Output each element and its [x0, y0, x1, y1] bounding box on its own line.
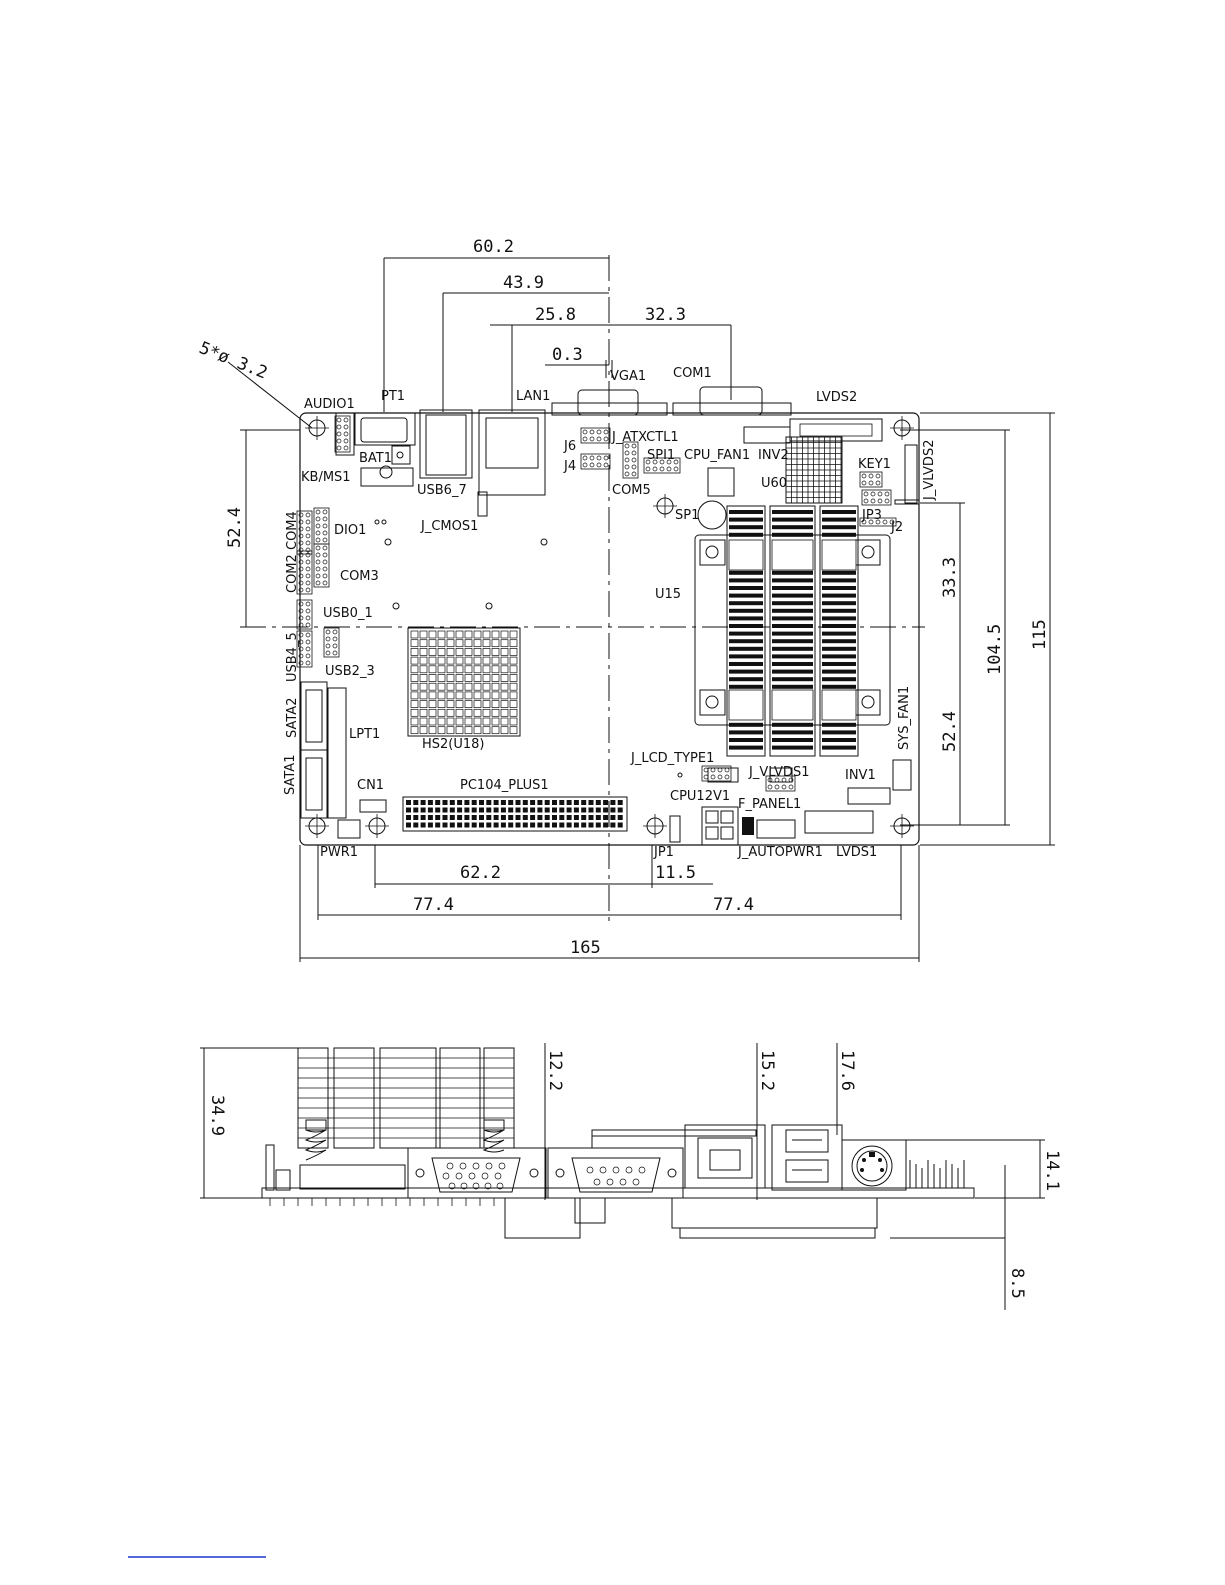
label-usb23: USB2_3	[325, 664, 375, 679]
label-inv1: INV1	[845, 768, 876, 783]
label-jp1: JP1	[653, 845, 674, 860]
side-com-connector	[547, 1147, 684, 1199]
side-view: 34.9 12.2 15.2 17.6 14.1 8.5	[200, 1043, 1062, 1310]
label-audio1: AUDIO1	[304, 397, 355, 412]
side-heatsink	[297, 1047, 515, 1149]
dim-17-6: 17.6	[837, 1050, 857, 1091]
pin-headers	[296, 415, 897, 792]
label-jautopwr1: J_AUTOPWR1	[737, 845, 823, 860]
label-jcmos1: J_CMOS1	[420, 519, 478, 534]
right-dimensions	[900, 412, 1055, 846]
label-usb45: USB4_5	[285, 632, 300, 682]
side-pins-right	[269, 1160, 965, 1206]
label-jatxctl1: J_ATXCTL1	[611, 430, 679, 445]
dim-60-2: 60.2	[473, 237, 514, 257]
label-pc104: PC104_PLUS1	[460, 778, 549, 793]
label-j6: J6	[563, 439, 576, 454]
label-jvlvds1: J_VLVDS1	[748, 765, 809, 780]
label-com4: COM4	[285, 511, 300, 550]
hole-callout: 5*ø 3.2	[196, 338, 270, 383]
bottom-components	[337, 445, 912, 846]
bottom-dimensions	[299, 845, 920, 962]
u60-chip	[785, 436, 843, 504]
label-inv2: INV2	[758, 448, 789, 463]
dim-115: 115	[1030, 619, 1050, 650]
dim-104-5: 104.5	[985, 624, 1005, 675]
label-com2: COM2	[285, 554, 300, 593]
top-view: 60.2 43.9 25.8 32.3 0.3 5*ø 3.2 52.4 33.…	[196, 237, 1055, 962]
pc104-header	[402, 796, 628, 832]
label-sata2: SATA2	[285, 698, 300, 738]
label-u60: U60	[761, 476, 787, 491]
label-kbms1: KB/MS1	[301, 470, 351, 485]
dim-15-2: 15.2	[757, 1050, 777, 1091]
dim-165: 165	[570, 938, 601, 958]
label-usb01: USB0_1	[323, 606, 373, 621]
dim-32-3: 32.3	[645, 305, 686, 325]
label-dio1: DIO1	[334, 523, 366, 538]
label-jp3: JP3	[861, 508, 882, 523]
label-key1: KEY1	[858, 457, 891, 472]
dim-0-3: 0.3	[552, 345, 583, 365]
side-underside	[504, 1129, 878, 1239]
dim-11-5: 11.5	[655, 863, 696, 883]
hole-leader	[227, 361, 313, 429]
label-vga1: VGA1	[610, 369, 646, 384]
label-hs2: HS2(U18)	[422, 737, 485, 752]
dim-33-3: 33.3	[940, 557, 960, 598]
dim-12-2: 12.2	[545, 1050, 565, 1091]
side-left-parts	[265, 1119, 505, 1191]
label-pt1: PT1	[381, 389, 405, 404]
dim-77-4-right: 77.4	[713, 895, 754, 915]
dim-62-2: 62.2	[460, 863, 501, 883]
label-com5: COM5	[612, 483, 651, 498]
component-labels: AUDIO1 PT1 LAN1 VGA1 COM1 LVDS2 BAT1 KB/…	[283, 366, 937, 860]
label-bat1: BAT1	[359, 451, 392, 466]
mounting-holes	[305, 416, 914, 838]
top-dimensions	[383, 257, 732, 412]
side-usb-connector	[771, 1124, 843, 1191]
sata-lpt	[300, 681, 347, 819]
label-lan1: LAN1	[516, 389, 550, 404]
label-spi1: SPI1	[647, 448, 675, 463]
dim-25-8: 25.8	[535, 305, 576, 325]
side-lan-connector	[684, 1124, 766, 1189]
label-j2: J2	[890, 520, 903, 535]
dim-8-5: 8.5	[1007, 1268, 1027, 1299]
label-lpt1: LPT1	[349, 727, 380, 742]
label-com1: COM1	[673, 366, 712, 381]
dim-43-9: 43.9	[503, 273, 544, 293]
label-com3: COM3	[340, 569, 379, 584]
label-j4: J4	[563, 459, 576, 474]
side-ps2-connector	[841, 1139, 907, 1191]
label-pwr1: PWR1	[320, 845, 358, 860]
label-lvds2: LVDS2	[816, 390, 857, 405]
label-sysfan1: SYS_FAN1	[897, 686, 912, 750]
dim-77-4-left: 77.4	[413, 895, 454, 915]
label-sata1: SATA1	[283, 755, 298, 795]
label-lvds1: LVDS1	[836, 845, 877, 860]
label-cn1: CN1	[357, 778, 384, 793]
dim-left-52-4: 52.4	[225, 507, 245, 548]
dim-14-1: 14.1	[1042, 1150, 1062, 1191]
label-u15: U15	[655, 587, 681, 602]
label-sp1: SP1	[675, 508, 699, 523]
label-jvlvds2: J_VLVDS2	[922, 440, 937, 501]
label-jlcdtype1: J_LCD_TYPE1	[630, 751, 714, 766]
label-fpanel1: F_PANEL1	[738, 797, 801, 812]
top-edge-connectors	[335, 386, 920, 505]
dim-right-52-4: 52.4	[940, 711, 960, 752]
label-usb67: USB6_7	[417, 483, 467, 498]
label-cpufan1: CPU_FAN1	[684, 448, 750, 463]
u15-heatsink	[694, 505, 891, 757]
side-vga-connector	[407, 1147, 547, 1199]
label-cpu12v1: CPU12V1	[670, 789, 730, 804]
hs2-grid	[407, 627, 521, 737]
dim-34-9: 34.9	[207, 1095, 227, 1136]
